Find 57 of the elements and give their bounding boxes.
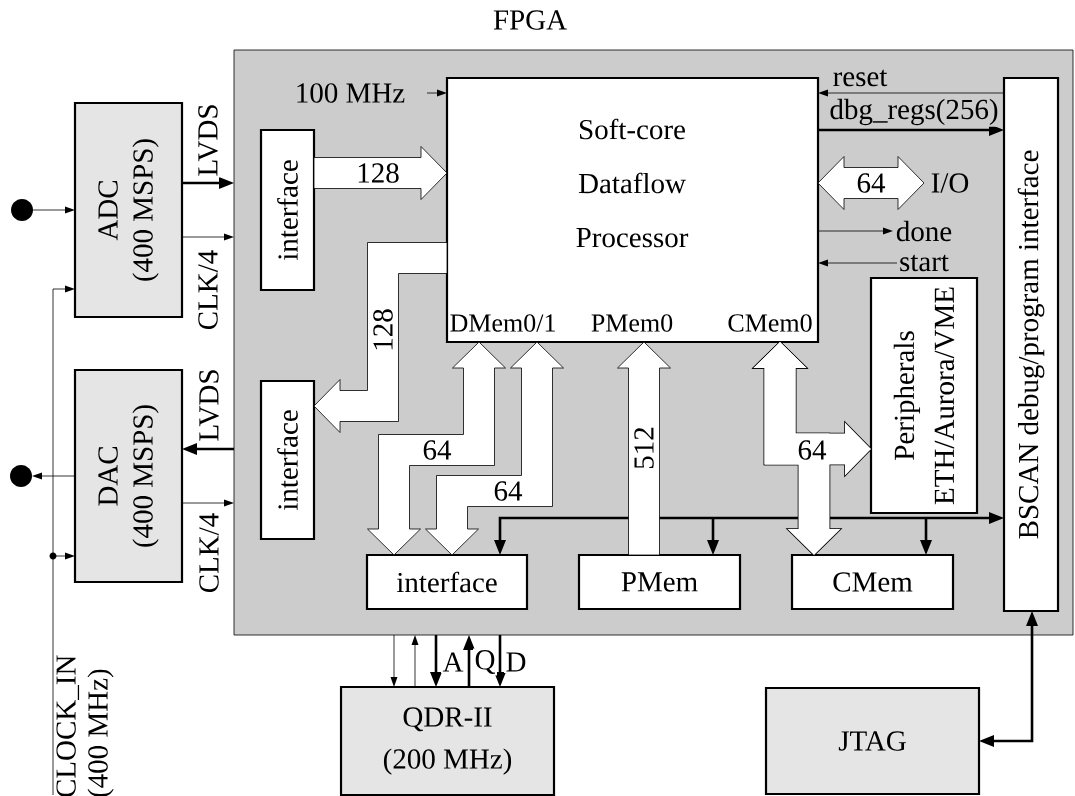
interface-box: interface: [365, 553, 529, 611]
arrow: [32, 206, 75, 214]
arrow: [494, 512, 1004, 555]
wide-arrow: [425, 341, 564, 556]
clock-input-label: CLOCK_IN (400 MHz): [56, 655, 114, 796]
edge-label: reset: [831, 68, 889, 88]
interface-box: interface: [259, 128, 316, 292]
debug-interface-box: BSCAN debug/program interface: [1002, 76, 1060, 613]
edge-label: 64: [796, 438, 828, 462]
edge-label: dbg_regs(256): [827, 97, 1001, 127]
arrow: [181, 233, 234, 241]
chip-box: DAC (400 MSPS): [73, 368, 184, 584]
arrow: [494, 635, 506, 687]
wide-arrow: [313, 242, 448, 433]
memory-box: CMem: [790, 553, 955, 611]
box-title: FPGA: [493, 10, 567, 30]
port-label: PMem0: [591, 314, 673, 332]
arrow: [818, 89, 1005, 97]
arrow: [818, 124, 1004, 136]
arrow: [463, 635, 475, 687]
wide-arrow: [367, 341, 506, 556]
edge-label: LVDS: [197, 366, 221, 444]
arrow: [182, 443, 234, 455]
chip-box: JTAG: [764, 686, 981, 796]
arrow: [979, 611, 1038, 747]
port-label: CMem0: [728, 314, 812, 332]
arrow: [49, 285, 75, 796]
edge-label: 64: [855, 171, 887, 195]
peripherals-box: Peripherals ETH/Aurora/VME: [869, 276, 979, 515]
edge-label: CLK/4: [197, 511, 221, 595]
edge-label: A: [441, 650, 465, 674]
port-label: DMem0/1: [450, 314, 555, 332]
edge-label: CLK/4: [196, 248, 220, 332]
arrow: [390, 634, 398, 687]
edge-label: LVDS: [196, 101, 220, 179]
terminal-dot: [11, 199, 33, 221]
terminal-dot: [10, 465, 32, 487]
signal-label: I/O: [931, 173, 969, 193]
arrow: [32, 472, 76, 480]
arrow: [411, 635, 419, 688]
edge-label: 100 MHz: [293, 81, 407, 105]
edge-label: D: [504, 651, 528, 674]
chip-box: QDR-II (200 MHz): [339, 685, 556, 796]
signal-label: done: [896, 220, 952, 242]
edge-label: 64: [492, 479, 524, 503]
memory-box: PMem: [577, 553, 742, 611]
chip-box: ADC (400 MSPS): [73, 101, 184, 319]
arrow: [426, 89, 447, 97]
arrow: [182, 177, 234, 189]
arrow: [818, 259, 898, 267]
signal-label: start: [900, 254, 949, 272]
arrow: [181, 499, 234, 507]
edge-label: Q: [473, 648, 497, 676]
arrow: [817, 227, 893, 235]
interface-box: interface: [259, 379, 316, 541]
arrow: [430, 635, 442, 687]
edge-label: 64: [421, 438, 453, 462]
